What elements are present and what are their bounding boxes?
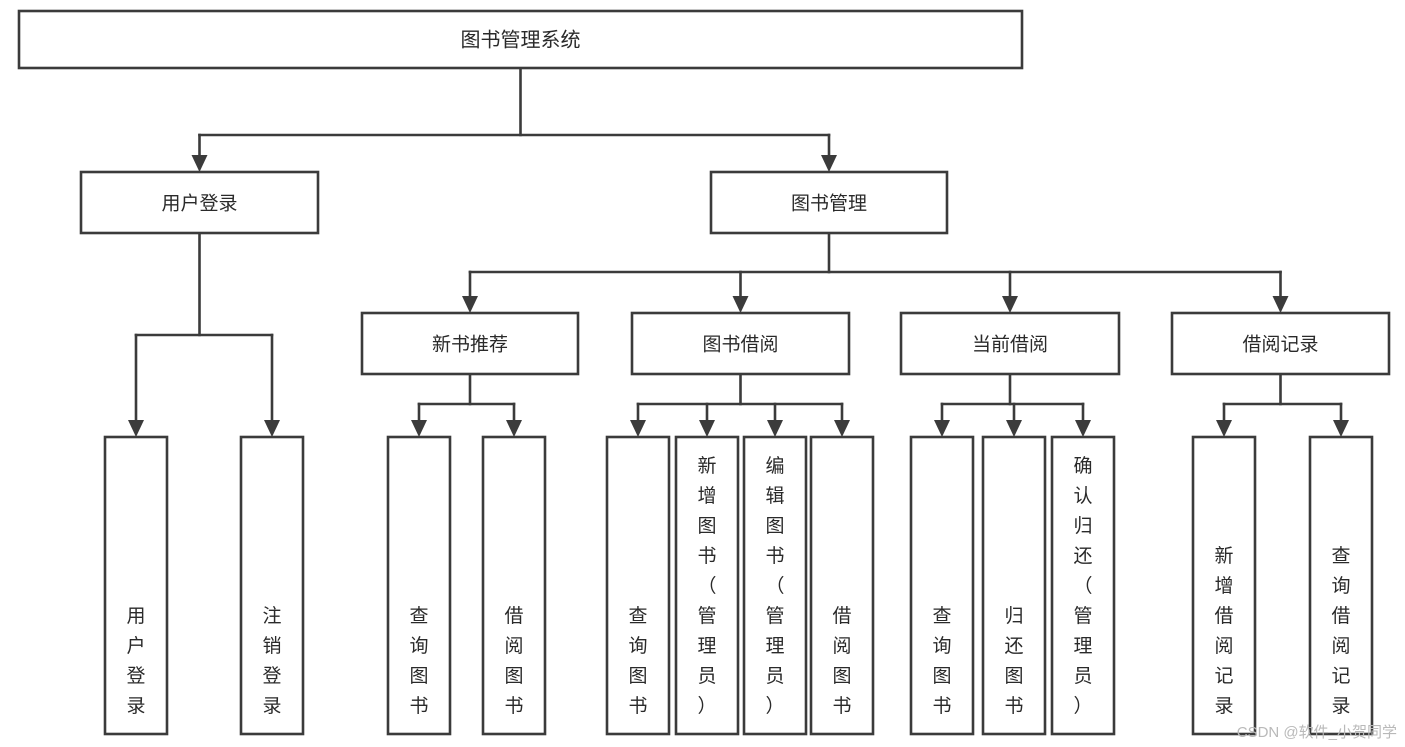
edge-current-borrow-leaf-query-book-3-arrowhead bbox=[934, 420, 950, 437]
node-new-book-recommend-label: 新书推荐 bbox=[432, 334, 508, 356]
node-borrow-record-rect bbox=[1170, 311, 1391, 376]
edge-book-borrow-leaf-edit-book-arrowhead bbox=[767, 420, 783, 437]
node-leaf-return-book[interactable]: 归还图书 bbox=[981, 435, 1047, 736]
node-new-book-recommend-rect bbox=[360, 311, 580, 376]
node-book-borrow-rect bbox=[630, 311, 851, 376]
edge-root-user-login-arrowhead bbox=[191, 155, 208, 172]
edge-book-borrow-leaf-add-book-arrowhead bbox=[699, 420, 715, 437]
node-borrow-record-label: 借阅记录 bbox=[1242, 334, 1318, 356]
node-leaf-query-book-1-label: 查询图书 bbox=[409, 605, 428, 717]
edge-book-borrow-leaf-query-book-2-arrowhead bbox=[630, 420, 646, 437]
node-leaf-add-book[interactable]: 新增图书（管理员） bbox=[674, 435, 740, 736]
node-leaf-return-book-rect bbox=[981, 435, 1047, 736]
node-current-borrow-label: 当前借阅 bbox=[972, 334, 1048, 356]
node-user-login[interactable]: 用户登录 bbox=[79, 170, 320, 235]
node-leaf-add-book-label: 新增图书（管理员） bbox=[697, 455, 716, 717]
node-leaf-logout-label: 注销登录 bbox=[262, 605, 281, 717]
node-leaf-borrow-book-1-rect bbox=[481, 435, 547, 736]
node-leaf-user-login-rect bbox=[103, 435, 169, 736]
node-current-borrow-rect bbox=[899, 311, 1121, 376]
node-leaf-query-book-3-label: 查询图书 bbox=[932, 605, 951, 717]
node-root[interactable]: 图书管理系统 bbox=[17, 9, 1024, 70]
node-leaf-borrow-book-2[interactable]: 借阅图书 bbox=[809, 435, 875, 736]
node-leaf-query-book-1-rect bbox=[386, 435, 452, 736]
node-leaf-user-login-label: 用户登录 bbox=[126, 606, 145, 717]
node-book-manage[interactable]: 图书管理 bbox=[709, 170, 949, 235]
node-leaf-borrow-book-2-label: 借阅图书 bbox=[832, 605, 851, 717]
node-leaf-query-book-2[interactable]: 查询图书 bbox=[605, 435, 671, 736]
node-book-borrow-label: 图书借阅 bbox=[702, 334, 778, 356]
node-leaf-query-book-3-rect bbox=[909, 435, 975, 736]
node-user-login-label: 用户登录 bbox=[161, 193, 237, 215]
node-leaf-return-book-label: 归还图书 bbox=[1004, 605, 1023, 717]
edge-user-login-leaf-user-login-arrowhead bbox=[128, 420, 144, 437]
node-leaf-add-record-rect bbox=[1191, 435, 1257, 736]
boxes-layer: 图书管理系统用户登录图书管理新书推荐图书借阅当前借阅借阅记录用户登录注销登录查询… bbox=[17, 9, 1391, 736]
node-leaf-edit-book-rect bbox=[742, 435, 808, 736]
edge-borrow-record-leaf-query-record-arrowhead bbox=[1333, 420, 1349, 437]
edge-new-book-recommend-leaf-borrow-book-1-arrowhead bbox=[506, 420, 522, 437]
node-leaf-edit-book[interactable]: 编辑图书（管理员） bbox=[742, 435, 808, 736]
node-leaf-confirm-return-label: 确认归还（管理员） bbox=[1073, 455, 1092, 717]
node-book-manage-label: 图书管理 bbox=[791, 193, 867, 215]
edge-current-borrow-leaf-confirm-return-arrowhead bbox=[1075, 420, 1091, 437]
edge-bm-current-borrow-arrowhead bbox=[1002, 296, 1018, 313]
node-leaf-borrow-book-2-rect bbox=[809, 435, 875, 736]
node-user-login-rect bbox=[79, 170, 320, 235]
node-leaf-add-record-label: 新增借阅记录 bbox=[1214, 545, 1233, 717]
node-borrow-record[interactable]: 借阅记录 bbox=[1170, 311, 1391, 376]
node-leaf-logout-rect bbox=[239, 435, 305, 736]
edge-root-book-manage-arrowhead bbox=[821, 155, 837, 172]
node-leaf-add-record[interactable]: 新增借阅记录 bbox=[1191, 435, 1257, 736]
node-leaf-logout[interactable]: 注销登录 bbox=[239, 435, 305, 736]
node-leaf-query-book-1[interactable]: 查询图书 bbox=[386, 435, 452, 736]
node-leaf-edit-book-label: 编辑图书（管理员） bbox=[765, 455, 784, 717]
node-leaf-query-book-3[interactable]: 查询图书 bbox=[909, 435, 975, 736]
node-leaf-query-book-2-label: 查询图书 bbox=[628, 605, 647, 717]
edge-user-login-leaf-logout-arrowhead bbox=[264, 420, 280, 437]
node-leaf-confirm-return-rect bbox=[1050, 435, 1116, 736]
node-root-label: 图书管理系统 bbox=[461, 29, 581, 52]
edge-bm-book-borrow-arrowhead bbox=[732, 296, 749, 313]
node-leaf-query-book-2-rect bbox=[605, 435, 671, 736]
node-leaf-borrow-book-1-label: 借阅图书 bbox=[504, 605, 523, 717]
edge-new-book-recommend-leaf-query-book-1-arrowhead bbox=[411, 420, 427, 437]
edges-layer bbox=[128, 66, 1349, 437]
node-leaf-query-record-label: 查询借阅记录 bbox=[1331, 545, 1350, 717]
node-leaf-confirm-return[interactable]: 确认归还（管理员） bbox=[1050, 435, 1116, 736]
node-leaf-query-record-rect bbox=[1308, 435, 1374, 736]
node-leaf-borrow-book-1[interactable]: 借阅图书 bbox=[481, 435, 547, 736]
edge-borrow-record-leaf-add-record-arrowhead bbox=[1216, 420, 1232, 437]
node-leaf-user-login[interactable]: 用户登录 bbox=[103, 435, 169, 736]
edge-book-borrow-leaf-borrow-book-2-arrowhead bbox=[834, 420, 850, 437]
edge-bm-borrow-record-arrowhead bbox=[1272, 296, 1289, 313]
node-new-book-recommend[interactable]: 新书推荐 bbox=[360, 311, 580, 376]
node-current-borrow[interactable]: 当前借阅 bbox=[899, 311, 1121, 376]
node-leaf-query-record[interactable]: 查询借阅记录 bbox=[1308, 435, 1374, 736]
edge-bm-new-book-recommend-arrowhead bbox=[462, 296, 478, 313]
watermark-label: CSDN @软件_小贺同学 bbox=[1236, 724, 1397, 741]
node-book-borrow[interactable]: 图书借阅 bbox=[630, 311, 851, 376]
node-root-rect bbox=[17, 9, 1024, 70]
edge-current-borrow-leaf-return-book-arrowhead bbox=[1006, 420, 1022, 437]
node-leaf-add-book-rect bbox=[674, 435, 740, 736]
node-book-manage-rect bbox=[709, 170, 949, 235]
